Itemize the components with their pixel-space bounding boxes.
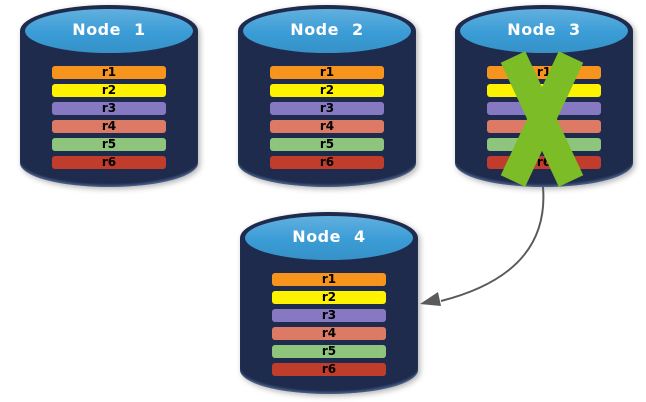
replica-row-r4: r4	[272, 327, 386, 340]
node-title: Node 2	[290, 20, 364, 39]
replica-row-r6: r6	[270, 156, 384, 169]
replica-row-r2: r2	[272, 291, 386, 304]
database-node: Node 2 r1 r2 r3 r4 r5 r6	[238, 5, 416, 187]
replica-row-list: r1 r2 r3 r4 r5 r6	[52, 66, 166, 169]
replica-row-r2: r2	[52, 84, 166, 97]
replica-row-r5: r5	[270, 138, 384, 151]
replica-row-r1: r1	[52, 66, 166, 79]
database-node: Node 1 r1 r2 r3 r4 r5 r6	[20, 5, 198, 187]
replica-row-r2: r2	[270, 84, 384, 97]
node-title: Node 1	[72, 20, 146, 39]
replica-row-r5: r5	[272, 345, 386, 358]
replica-row-r3: r3	[270, 102, 384, 115]
replica-row-r3: r3	[52, 102, 166, 115]
replica-row-r6: r6	[272, 363, 386, 376]
replica-row-r4: r4	[52, 120, 166, 133]
node-cylinder-rim	[238, 5, 416, 57]
node-cylinder-cap	[460, 9, 628, 53]
node-cylinder-rim	[240, 212, 418, 264]
node-cylinder-cap	[243, 9, 411, 53]
node-cylinder-cap	[25, 9, 193, 53]
replica-row-r4: r4	[270, 120, 384, 133]
replica-row-r1: r1	[270, 66, 384, 79]
node-cylinder-rim	[20, 5, 198, 57]
replica-row-list: r1 r2 r3 r4 r5 r6	[270, 66, 384, 169]
replica-row-r1: r1	[272, 273, 386, 286]
node-title: Node 4	[292, 227, 366, 246]
failover-arrow	[420, 186, 545, 306]
replica-row-r3: r3	[272, 309, 386, 322]
replica-row-r6: r6	[52, 156, 166, 169]
failure-x-icon	[500, 51, 584, 187]
node-cylinder-cap	[245, 216, 413, 260]
node-title: Node 3	[507, 20, 581, 39]
replica-row-list: r1 r2 r3 r4 r5 r6	[272, 273, 386, 376]
replica-row-r5: r5	[52, 138, 166, 151]
arrowhead-icon	[420, 292, 441, 306]
database-node: Node 4 r1 r2 r3 r4 r5 r6	[240, 212, 418, 394]
node-cylinder-rim	[455, 5, 633, 57]
